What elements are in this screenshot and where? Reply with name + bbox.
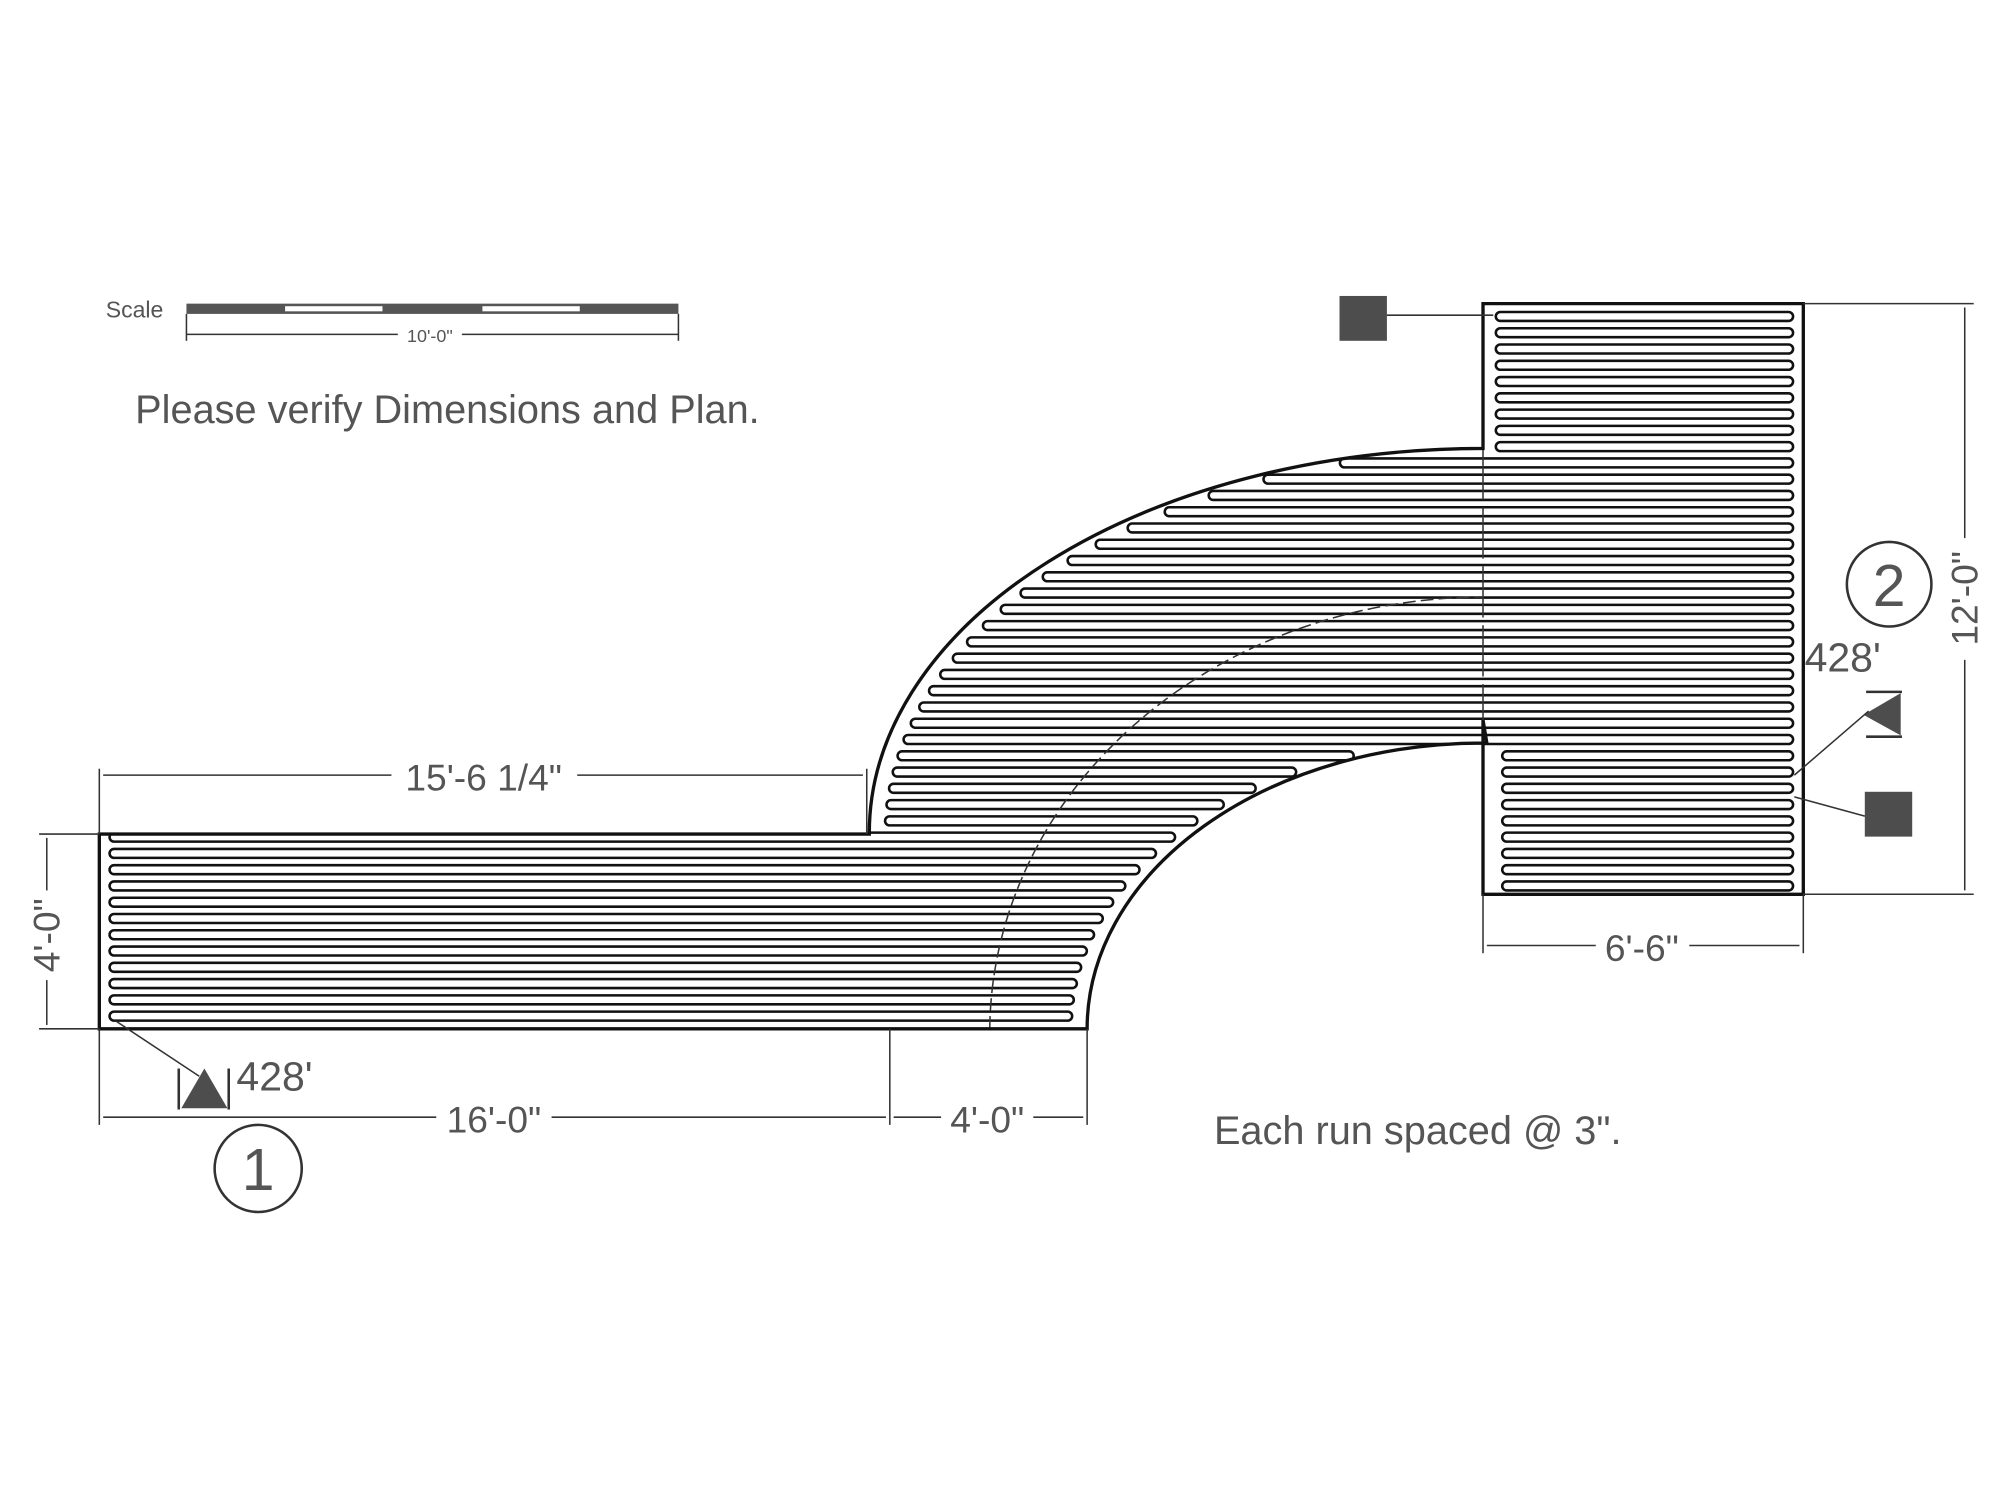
spacing-note: Each run spaced @ 3". bbox=[1214, 1109, 1622, 1153]
tube-run bbox=[108, 994, 1076, 1006]
tube-run bbox=[108, 880, 1127, 892]
tube-run bbox=[108, 961, 1083, 974]
tube-run bbox=[1494, 424, 1795, 437]
dimension-top-left: 15'-6 1/4" bbox=[98, 756, 868, 835]
room-outline bbox=[97, 301, 1805, 1031]
scale-length: 10'-0" bbox=[407, 326, 453, 346]
dimension-right-width: 6'-6" bbox=[1482, 894, 1805, 969]
centerline-arc bbox=[988, 596, 1484, 1029]
svg-text:12'-0": 12'-0" bbox=[1944, 551, 1986, 646]
verify-note: Please verify Dimensions and Plan. bbox=[135, 388, 760, 432]
tube-run bbox=[883, 815, 1199, 827]
svg-text:6'-6": 6'-6" bbox=[1605, 927, 1679, 969]
tube-run bbox=[1500, 798, 1795, 811]
tube-run bbox=[918, 701, 1795, 713]
tube-run bbox=[981, 619, 1795, 632]
tube-run bbox=[1494, 359, 1795, 372]
tube-run bbox=[891, 766, 1298, 778]
tube-run bbox=[1494, 408, 1795, 420]
zone-1-number: 1 bbox=[242, 1138, 275, 1203]
svg-text:16'-0": 16'-0" bbox=[447, 1099, 542, 1141]
tube-run bbox=[108, 847, 1158, 860]
tube-run bbox=[885, 798, 1226, 811]
dimension-bottom: 16'-0" 4'-0" bbox=[98, 1028, 1088, 1141]
supply-triangle-icon bbox=[1863, 693, 1901, 736]
tube-run bbox=[1500, 863, 1795, 876]
tube-run bbox=[1500, 880, 1795, 892]
tube-run bbox=[108, 912, 1105, 925]
tube-run bbox=[108, 1010, 1074, 1022]
tube-run bbox=[1494, 375, 1795, 388]
tube-run bbox=[965, 636, 1795, 648]
tube-run bbox=[108, 896, 1115, 908]
return-square-icon bbox=[1864, 791, 1913, 837]
tube-run bbox=[1066, 554, 1795, 567]
tube-run bbox=[1207, 489, 1795, 502]
tube-run bbox=[108, 928, 1096, 941]
tube-run bbox=[938, 668, 1795, 681]
dimension-left-height: 4'-0" bbox=[26, 833, 100, 1030]
scale-label: Scale bbox=[106, 297, 164, 323]
zone-1-marker: 1 428' bbox=[115, 1020, 313, 1214]
tube-run bbox=[108, 945, 1089, 957]
tube-run bbox=[108, 977, 1079, 990]
zone-2-length: 428' bbox=[1805, 634, 1881, 680]
tube-run bbox=[1262, 473, 1795, 485]
tube-run bbox=[1494, 343, 1795, 355]
tube-run bbox=[1500, 847, 1795, 860]
tube-run bbox=[1494, 440, 1795, 453]
tube-run bbox=[1041, 571, 1795, 583]
tube-run bbox=[1494, 310, 1795, 323]
tube-run bbox=[999, 603, 1795, 616]
tube-run bbox=[1094, 538, 1795, 551]
tube-run bbox=[108, 863, 1141, 876]
tube-run bbox=[927, 684, 1795, 697]
scale-bar: Scale 10'-0" bbox=[106, 297, 680, 346]
tube-run bbox=[1500, 831, 1795, 843]
tube-run bbox=[1500, 766, 1795, 778]
supply-triangle-icon bbox=[181, 1068, 228, 1109]
tube-run bbox=[1500, 815, 1795, 827]
tube-run bbox=[1494, 392, 1795, 404]
svg-text:4'-0": 4'-0" bbox=[26, 898, 68, 972]
tube-run bbox=[1019, 587, 1795, 599]
dimension-right-height: 12'-0" bbox=[1803, 302, 1986, 896]
tube-run bbox=[1500, 782, 1795, 795]
zone-2-number: 2 bbox=[1873, 554, 1906, 619]
svg-text:15'-6 1/4": 15'-6 1/4" bbox=[405, 756, 562, 798]
tube-run bbox=[909, 717, 1795, 730]
tube-run bbox=[896, 750, 1355, 762]
heating-tube-runs bbox=[108, 310, 1795, 1022]
return-square-icon bbox=[1339, 295, 1387, 341]
tube-run bbox=[1338, 457, 1795, 469]
tube-run bbox=[902, 733, 1795, 746]
tube-run bbox=[1163, 505, 1795, 518]
tube-run bbox=[1500, 750, 1795, 762]
svg-text:4'-0": 4'-0" bbox=[950, 1099, 1024, 1141]
tube-run bbox=[1494, 326, 1795, 339]
tube-run bbox=[951, 652, 1795, 664]
zone-1-length: 428' bbox=[236, 1053, 312, 1099]
zone-2-marker: 2 428' bbox=[1793, 540, 1933, 776]
tube-run bbox=[1126, 522, 1795, 534]
